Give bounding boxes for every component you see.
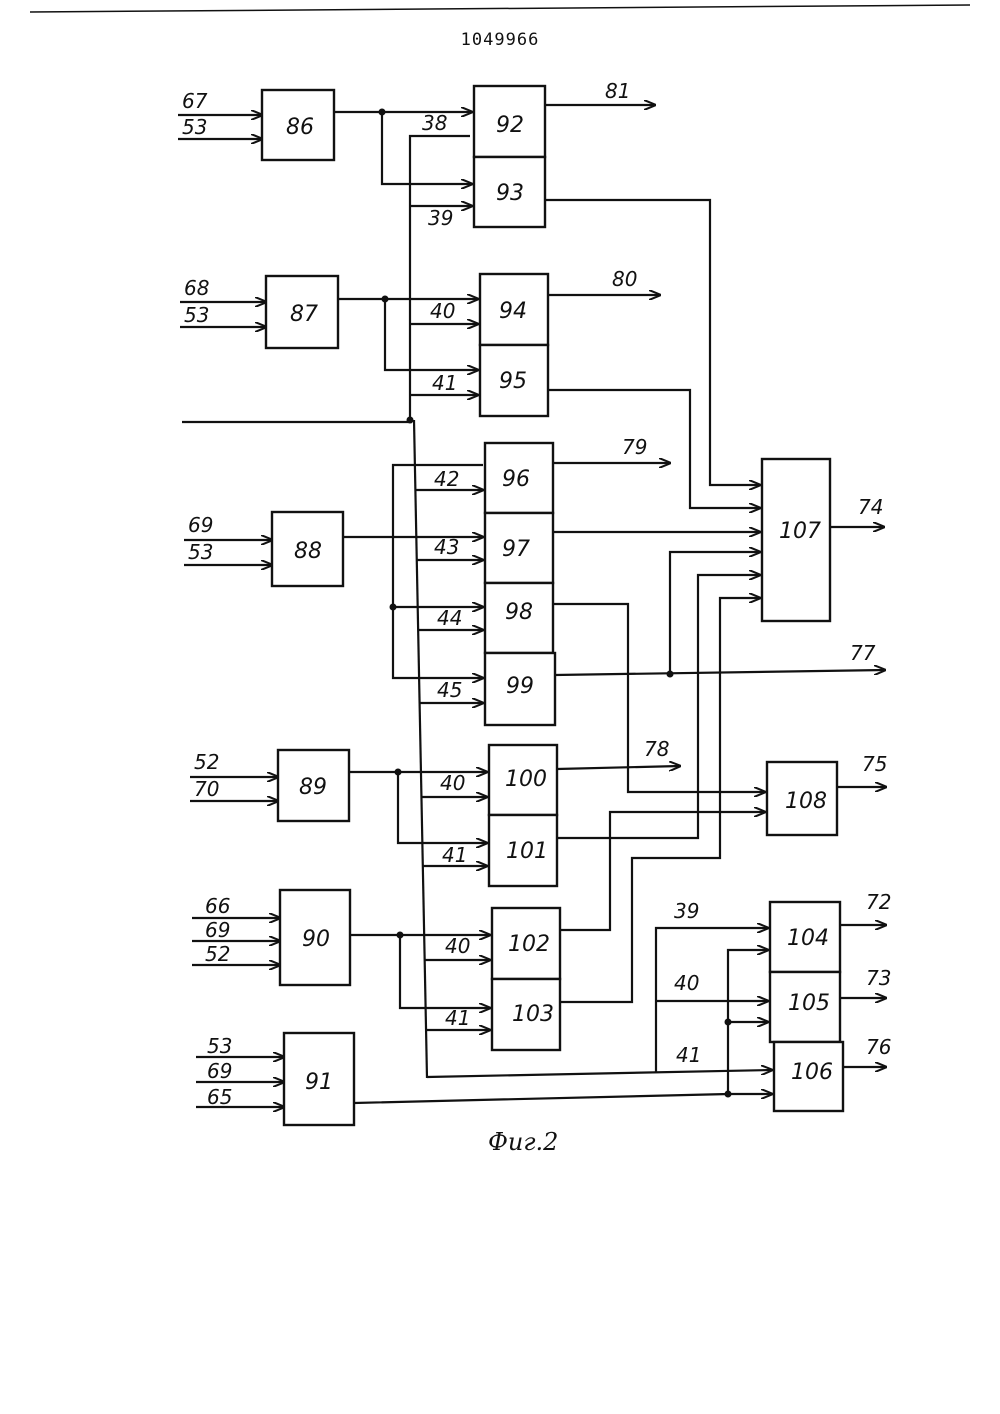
- signal-label: 73: [866, 966, 891, 990]
- signal-label: 52: [205, 942, 230, 966]
- signal-label: 52: [194, 750, 219, 774]
- block-label: 96: [502, 467, 530, 492]
- signal-label: 38: [422, 111, 447, 135]
- signal-label: 53: [188, 540, 213, 564]
- block-label: 101: [506, 839, 548, 864]
- block-label: 107: [779, 519, 821, 544]
- signal-label: 74: [858, 495, 883, 519]
- signal-label: 75: [862, 752, 887, 776]
- block-label: 88: [294, 539, 322, 564]
- signal-label: 72: [866, 890, 891, 914]
- signal-label: 69: [207, 1059, 232, 1083]
- signal-label: 77: [850, 641, 876, 665]
- signal-label: 80: [612, 267, 637, 291]
- signal-label: 65: [207, 1085, 232, 1109]
- signal-label: 69: [205, 918, 230, 942]
- signal-label: 43: [434, 535, 459, 559]
- signal-label: 41: [445, 1006, 470, 1030]
- block-label: 108: [785, 789, 827, 814]
- signal-label: 69: [188, 513, 213, 537]
- page-top-rule: [30, 5, 970, 12]
- signal-label: 40: [445, 934, 470, 958]
- block-label: 98: [505, 600, 533, 625]
- block-label: 105: [788, 991, 830, 1016]
- block-label: 92: [496, 113, 524, 138]
- signal-label: 42: [434, 467, 459, 491]
- blocks: [262, 86, 843, 1125]
- signal-label: 40: [674, 971, 699, 995]
- signal-label: 53: [182, 115, 207, 139]
- block-label: 103: [512, 1002, 554, 1027]
- signal-label: 39: [428, 206, 453, 230]
- signal-label: 40: [440, 771, 465, 795]
- signal-label: 41: [676, 1043, 701, 1067]
- signal-label: 44: [437, 606, 462, 630]
- block-label: 90: [302, 927, 330, 952]
- signal-label: 53: [184, 303, 209, 327]
- block-label: 89: [299, 775, 327, 800]
- block-label: 95: [499, 369, 527, 394]
- block-label: 87: [290, 302, 318, 327]
- block-label: 99: [506, 674, 534, 699]
- signal-label: 67: [182, 89, 208, 113]
- block-label: 93: [496, 181, 524, 206]
- block-label: 100: [505, 767, 547, 792]
- signal-label: 40: [430, 299, 455, 323]
- signal-label: 81: [605, 79, 630, 103]
- block-label: 94: [499, 299, 527, 324]
- block-label: 102: [508, 932, 550, 957]
- signal-label: 66: [205, 894, 230, 918]
- block-label: 91: [305, 1070, 333, 1095]
- signal-label: 41: [432, 371, 457, 395]
- signal-label: 53: [207, 1034, 232, 1058]
- signal-label: 45: [437, 678, 462, 702]
- figure-caption: Фиг.2: [488, 1128, 558, 1156]
- signal-label: 76: [866, 1035, 891, 1059]
- block-label: 86: [286, 115, 314, 140]
- signal-label: 78: [644, 737, 669, 761]
- signal-label: 70: [194, 777, 219, 801]
- block-label: 104: [787, 926, 829, 951]
- signal-label: 41: [442, 843, 467, 867]
- block-label: 97: [502, 537, 530, 562]
- signal-label: 79: [622, 435, 647, 459]
- signal-label: 68: [184, 276, 209, 300]
- signal-label: 39: [674, 899, 699, 923]
- block-label: 106: [791, 1060, 833, 1085]
